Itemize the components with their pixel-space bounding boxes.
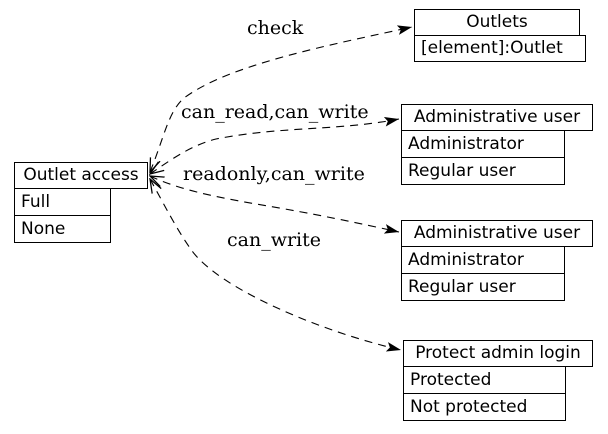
node-admin-user-top-row-administrator: Administrator [401,130,565,158]
node-admin-user-top: Administrative user Administrator Regula… [401,104,593,185]
node-protect-admin-login: Protect admin login Protected Not protec… [403,340,593,421]
edge-check-line [150,27,413,172]
edge-label-can-read-can-write: can_read,can_write [181,101,369,123]
node-protect-admin-login-row-protected: Protected [403,366,566,394]
edge-label-readonly-can-write: readonly,can_write [183,163,365,185]
node-admin-user-bottom: Administrative user Administrator Regula… [401,220,593,301]
node-admin-user-bottom-title: Administrative user [401,220,593,247]
edge-label-can-write: can_write [227,229,322,251]
edge-label-check: check [247,17,304,39]
node-outlet-access: Outlet access Full None [14,162,148,243]
node-outlets-title: Outlets [414,9,580,36]
node-protect-admin-login-title: Protect admin login [403,340,593,367]
node-admin-user-top-row-regular-user: Regular user [401,157,565,185]
node-protect-admin-login-row-not-protected: Not protected [403,393,566,421]
edge-can-write-line [150,179,402,350]
node-outlet-access-row-none: None [14,215,111,243]
node-admin-user-top-title: Administrative user [401,104,593,131]
node-admin-user-bottom-row-regular-user: Regular user [401,273,565,301]
node-admin-user-bottom-row-administrator: Administrator [401,246,565,274]
node-outlet-access-row-full: Full [14,188,111,216]
node-outlets: Outlets [element]:Outlet [414,9,586,62]
node-outlets-row-element: [element]:Outlet [414,35,586,62]
edge-can-read-can-write-line [150,119,400,174]
node-outlet-access-title: Outlet access [14,162,148,189]
